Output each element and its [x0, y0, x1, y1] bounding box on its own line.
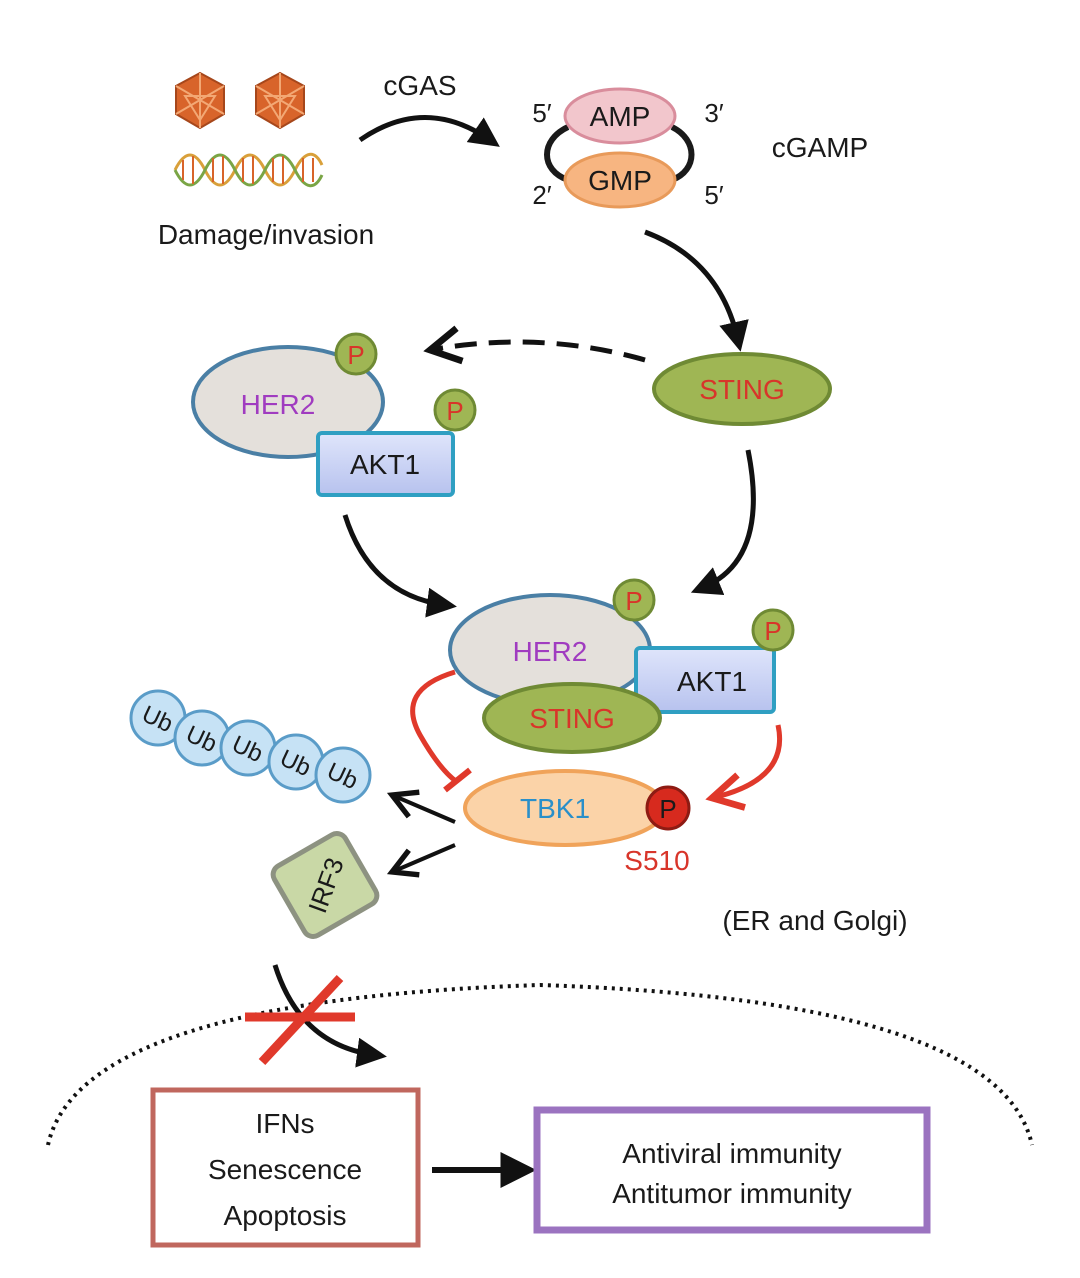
akt1-node-top	[316, 431, 455, 497]
akt1-label-complex: AKT1	[677, 666, 747, 697]
svg-text:P: P	[446, 396, 463, 426]
irf3-node: IRF3	[270, 831, 380, 939]
sting-to-complex-arrow	[690, 449, 756, 595]
sting-label-complex: STING	[529, 703, 615, 734]
nuclear-outcome-line-2: Senescence	[208, 1154, 362, 1185]
nuclear-outcome-line-1: IFNs	[255, 1108, 314, 1139]
damage-invasion-label: Damage/invasion	[158, 219, 374, 250]
svg-text:P: P	[347, 340, 364, 370]
phospho-badge-akt1-top: P	[433, 388, 477, 432]
dna-helix-icon	[173, 152, 324, 188]
gmp-label: GMP	[588, 165, 652, 196]
irf3-translocation-arrow	[272, 964, 387, 1068]
amp-node	[563, 87, 677, 145]
prime-5-top: 5′	[532, 98, 551, 128]
ub-bead-2: Ub	[173, 709, 231, 767]
sting-node-top	[652, 352, 832, 426]
phospho-badge-her2-top: P	[334, 332, 378, 376]
er-golgi-label: (ER and Golgi)	[722, 905, 907, 936]
sting-to-her2-dashed-arrow	[430, 342, 646, 360]
prime-5-bottom: 5′	[704, 180, 723, 210]
akt1-to-complex-arrow	[342, 514, 457, 618]
sting-label-top: STING	[699, 374, 785, 405]
ubiquitin-chain: Ub Ub Ub Ub Ub	[129, 689, 372, 804]
nuclear-outcome-line-3: Apoptosis	[224, 1200, 347, 1231]
immunity-outcome-box	[533, 1106, 931, 1234]
ub-bead-5: Ub	[314, 746, 372, 804]
gmp-node	[563, 151, 677, 209]
blocked-cross-icon	[245, 974, 355, 1066]
amp-label: AMP	[590, 101, 651, 132]
immunity-outcome-line-2: Antitumor immunity	[612, 1178, 852, 1209]
svg-text:P: P	[625, 586, 642, 616]
inhibition-bar	[443, 767, 472, 793]
cgas-label: cGAS	[383, 70, 456, 101]
tbk1-to-ub-arrow	[392, 795, 456, 824]
her2-node-top	[191, 345, 385, 459]
prime-3-top: 3′	[704, 98, 723, 128]
svg-text:P: P	[659, 794, 676, 824]
sting-node-complex	[482, 682, 662, 754]
phospho-badge-akt1-complex: P	[751, 608, 795, 652]
prime-2-bottom: 2′	[532, 180, 551, 210]
akt1-phosphorylates-tbk1-arrow	[712, 724, 782, 798]
her2-label-complex: HER2	[513, 636, 588, 667]
cgamp-to-sting-arrow	[644, 229, 749, 352]
her2-label-top: HER2	[241, 389, 316, 420]
ub-bead-3: Ub	[219, 719, 277, 777]
immunity-outcome-line-1: Antiviral immunity	[622, 1138, 841, 1169]
s510-label: S510	[624, 845, 689, 876]
akt1-label-top: AKT1	[350, 449, 420, 480]
virus-icon-1	[175, 71, 225, 130]
svg-text:P: P	[764, 616, 781, 646]
cgamp-label: cGAMP	[772, 132, 868, 163]
cgas-arrow	[358, 115, 500, 147]
tbk1-to-irf3-arrow	[392, 843, 456, 872]
virus-icon-2	[255, 71, 305, 130]
tbk1-label: TBK1	[520, 793, 590, 824]
ub-bead-4: Ub	[267, 733, 325, 791]
nuclear-outcome-box	[150, 1087, 421, 1248]
akt1-node-complex	[634, 646, 776, 714]
nuclear-membrane	[46, 982, 1034, 1146]
phospho-badge-tbk1: P	[645, 785, 691, 831]
her2-inhibits-tbk1	[410, 669, 459, 785]
phospho-badge-her2-complex: P	[612, 578, 656, 622]
cgamp-molecule: AMP GMP	[544, 87, 695, 209]
